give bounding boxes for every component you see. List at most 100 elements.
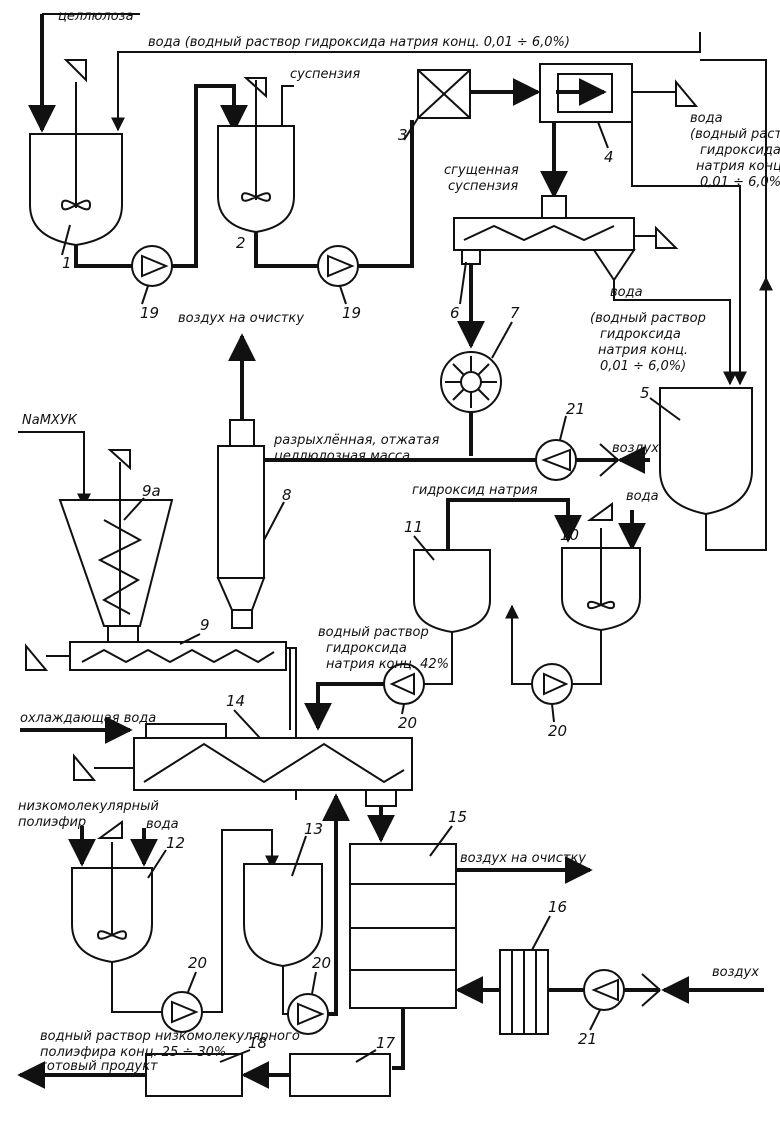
motor-icon xyxy=(96,820,123,839)
water-6-label-5: 0,01 ÷ 6,0%) xyxy=(600,359,686,374)
line-pump-to-14-b xyxy=(322,793,350,1016)
line-5-recycle xyxy=(705,276,773,551)
thickened-label-2: суспензия xyxy=(448,179,518,194)
separator-6-number: 6 xyxy=(450,304,460,322)
water-10-label: вода xyxy=(626,489,659,504)
motor-icon xyxy=(25,643,49,671)
blower-21-b: 21 xyxy=(578,969,625,1048)
vessel-1-number: 1 xyxy=(62,254,72,272)
vessel-2-mixer: 2 xyxy=(217,77,295,252)
rotary-7-number: 7 xyxy=(510,304,520,322)
line-pump-to-3 xyxy=(358,120,414,268)
vessel-12-mixer: 12 xyxy=(71,820,185,964)
screw-separator-6: 6 xyxy=(450,195,679,322)
namxuk-label: NaМХУК xyxy=(22,413,78,428)
line-12-to-pump xyxy=(111,962,162,1013)
unit-18: 18 xyxy=(145,1034,267,1097)
pump-20-d: 20 xyxy=(287,954,331,1035)
pump-20a-number: 20 xyxy=(548,722,567,740)
air-clean-label-2: воздух на очистку xyxy=(460,851,586,866)
water-4-to-5 xyxy=(631,122,747,386)
naoh-label: гидроксид натрия xyxy=(412,483,538,498)
line-pump-to-14 xyxy=(304,682,384,731)
naoh42-label-3: натрия конц. 42% xyxy=(326,657,449,672)
vessel-10-mixer: 10 xyxy=(560,502,641,632)
line-pump-to-13 xyxy=(202,829,279,1013)
suspension-label: суспензия xyxy=(290,67,360,82)
screw-conveyor-9: 9 xyxy=(25,616,287,671)
filter-3: 3 xyxy=(398,69,471,144)
unit-18-number: 18 xyxy=(248,1034,267,1052)
air-16-label: воздух xyxy=(712,965,759,980)
lmw-label-2: полиэфир xyxy=(18,815,86,830)
pump-19-b: 19 xyxy=(317,245,361,322)
pump-20-c: 20 xyxy=(161,954,207,1033)
air-intake-21a xyxy=(599,443,619,477)
line-15-to-17 xyxy=(392,1008,405,1070)
vessel-11-number: 11 xyxy=(404,518,423,536)
vessel-1-mixer: 1 xyxy=(29,59,123,272)
water-top-label: вода (водный раствор гидроксида натрия к… xyxy=(148,35,570,50)
blower-21-a: 21 xyxy=(535,400,585,481)
filter-3-number: 3 xyxy=(398,126,408,144)
naoh42-label-2: гидроксида xyxy=(326,641,407,656)
thickened-label-1: сгущенная xyxy=(444,163,519,178)
dryer-15-number: 15 xyxy=(448,808,467,826)
motor-icon xyxy=(655,225,679,249)
reactor-14: 14 xyxy=(73,692,413,807)
motor-icon xyxy=(63,59,87,83)
air-intake-21b xyxy=(641,973,661,1007)
pump-20-b: 20 xyxy=(383,663,425,732)
water-6-to-5 xyxy=(613,280,737,386)
vessel-12-number: 12 xyxy=(166,834,185,852)
motor-icon xyxy=(675,79,699,107)
pulp-label-2: целлюлозная масса xyxy=(274,449,410,464)
water-6-label-1: вода xyxy=(610,285,643,300)
heater-16-number: 16 xyxy=(548,898,567,916)
line-5-to-top xyxy=(700,59,767,196)
pump-20-a: 20 xyxy=(531,663,573,740)
motor-icon xyxy=(107,449,131,471)
vessel-2-number: 2 xyxy=(236,234,246,252)
water-6-label-3: гидроксида xyxy=(600,327,681,342)
motor-icon xyxy=(73,753,97,781)
agitator-icon xyxy=(60,199,92,211)
product-label: готовый продукт xyxy=(40,1059,158,1074)
namxuk-feed xyxy=(18,431,91,508)
vessel-10-number: 10 xyxy=(560,526,579,544)
heater-16: 16 xyxy=(499,898,567,1035)
poly-sol-label-2: полиэфира конц. 25 ÷ 30% xyxy=(40,1045,226,1060)
cyclone-8: 8 xyxy=(216,419,292,629)
line-13-to-pump xyxy=(282,966,288,1015)
vessel-11: 11 xyxy=(404,518,491,634)
air-clean-label-1: воздух на очистку xyxy=(178,311,304,326)
pump-20c-number: 20 xyxy=(188,954,207,972)
pump-19b-number: 19 xyxy=(342,304,361,322)
line-11-to-pump xyxy=(424,632,453,685)
naoh-feed xyxy=(446,498,582,550)
cyclone-8-number: 8 xyxy=(282,486,292,504)
dryer-15: 15 xyxy=(349,808,467,1009)
unit-17-number: 17 xyxy=(376,1034,396,1052)
hopper-9a: 9а xyxy=(58,449,174,643)
pump-19a-number: 19 xyxy=(140,304,159,322)
pump-19-a: 19 xyxy=(131,245,173,322)
line-pump-to-11 xyxy=(505,604,532,685)
pulp-label-1: разрыхлённая, отжатая xyxy=(273,433,439,448)
water-4-label-2: (водный раствор xyxy=(690,127,780,142)
suspension-return xyxy=(281,85,294,126)
water-6-label-2: (водный раствор xyxy=(590,311,706,326)
naoh42-label-1: водный раствор xyxy=(318,625,429,640)
air-21-label: воздух xyxy=(612,441,659,456)
water-4-label-1: вода xyxy=(690,111,723,126)
press-4: 4 xyxy=(539,63,699,166)
cellulose-label: целлюлоза xyxy=(58,9,134,24)
water-4-label-3: гидроксида xyxy=(700,143,780,158)
motor-icon xyxy=(243,77,267,99)
conveyor-9-number: 9 xyxy=(200,616,210,634)
hopper-9a-number: 9а xyxy=(142,482,161,500)
poly-sol-label-1: водный раствор низкомолекулярного xyxy=(40,1029,300,1044)
pump-20b-number: 20 xyxy=(398,714,417,732)
pump-20d-number: 20 xyxy=(312,954,331,972)
line-pump-to-2 xyxy=(172,84,248,268)
